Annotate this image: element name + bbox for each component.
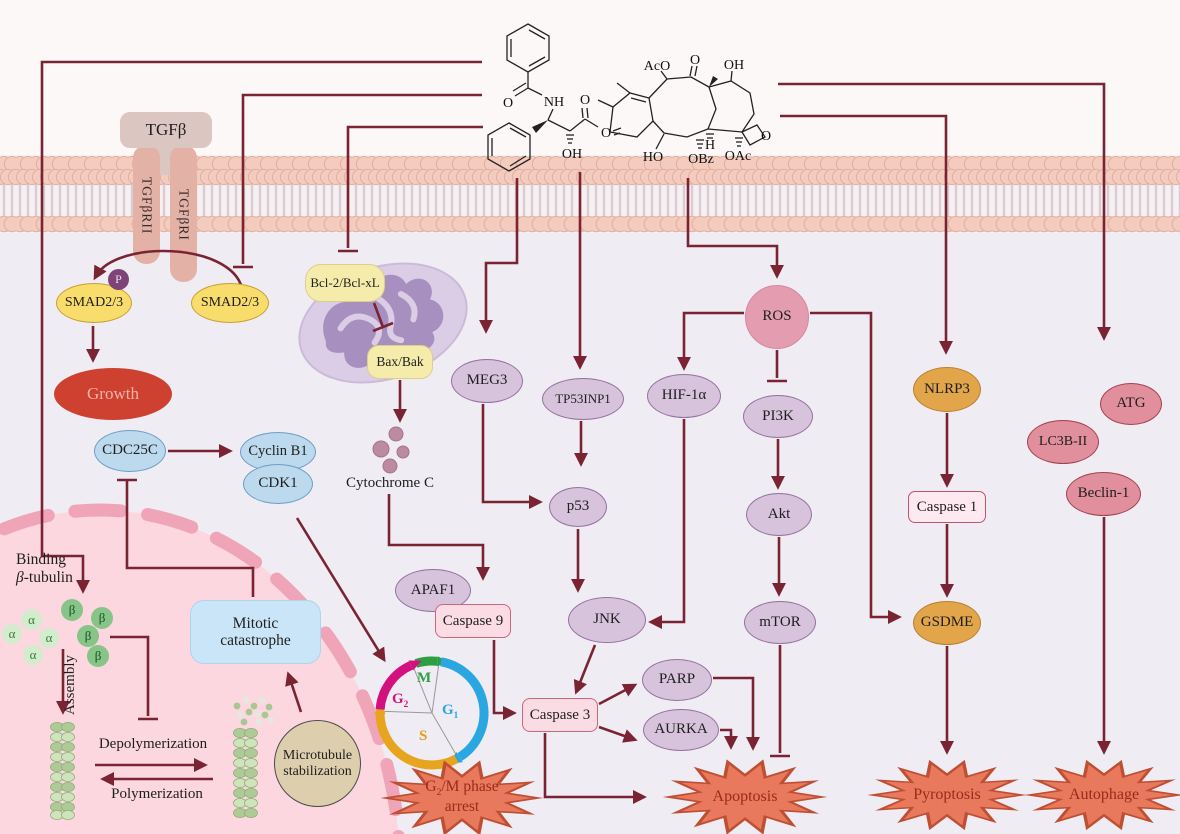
g2m-arrest-starburst: G2/M phase arrest [425,778,499,816]
stab-line1: Microtubule [282,748,353,764]
paclitaxel-structure-icon: AcO O OH O NH O O OH HO OBz OAc H O [487,23,771,172]
chem-label: O [690,53,700,68]
microtubule-left-icon [50,722,75,821]
chem-label: OAc [725,149,751,164]
cycle-phase-g2: G2 [392,691,409,710]
node-nlrp3: NLRP3 [913,367,981,412]
tgfbr2-label: TGFβRII [139,177,155,235]
tgfb-receptor-icon [133,143,197,282]
node-lc3b2: LC3B-II [1027,420,1099,464]
beta-tubulin-subunit: β [61,599,83,621]
polymerization-label: Polymerization [111,786,203,802]
mitotic-line2: catastrophe [220,632,291,649]
autophage-starburst: Autophage [1068,785,1140,803]
node-cdk1: CDK1 [243,464,313,504]
cytochrome-c-dots-icon [372,426,410,474]
chem-label: AcO [644,59,670,74]
chem-label: OBz [688,152,714,167]
beta-tubulin-subunit: β [87,645,109,667]
node-meg3: MEG3 [451,359,523,403]
cytochrome-c-label: Cytochrome C [346,475,434,491]
node-cdc25c: CDC25C [94,430,166,472]
node-caspase1: Caspase 1 [908,491,986,523]
mitotic-catastrophe-box: Mitotic catastrophe [190,600,321,664]
node-hif1a: HIF-1α [647,374,721,418]
node-p53: p53 [549,487,607,527]
chem-label: O [601,126,611,141]
alpha-tubulin-subunit: α [23,645,43,665]
beta-tubulin-subunit: β [91,607,113,629]
chem-label: O [580,93,590,108]
node-bcl2: Bcl-2/Bcl-xL [305,264,385,302]
chem-label: H [705,138,715,153]
cycle-phase-s: S [419,728,428,744]
apoptosis-starburst: Apoptosis [712,787,778,805]
cycle-phase-m: M [417,670,432,686]
node-aurka: AURKA [643,709,719,751]
node-smad23: SMAD2/3 [191,283,269,323]
node-gsdme: GSDME [913,601,981,645]
node-caspase3: Caspase 3 [522,698,598,732]
node-jnk: JNK [568,597,646,643]
chem-label: NH [544,95,564,110]
microtubule-stabilization-circle: Microtubule stabilization [274,720,361,807]
tgfb-ligand: TGFβ [120,112,212,148]
tgfbr1-label: TGFβRI [176,189,192,241]
node-ros: ROS [745,285,809,349]
alpha-tubulin-subunit: α [21,609,42,630]
node-parp: PARP [642,659,712,701]
beta-tubulin-subunit: β [77,625,99,647]
node-cyclin-b1: Cyclin B1 [240,432,316,472]
node-bax-bak: Bax/Bak [367,345,433,379]
node-tp53inp1: TP53INP1 [542,378,624,420]
node-akt: Akt [746,493,812,536]
alpha-tubulin-subunit: α [39,628,59,648]
pyroptosis-starburst: Pyroptosis [913,785,981,803]
cycle-phase-g1: G1 [442,702,459,721]
assembly-label: Assembly [62,655,78,716]
depolymerization-label: Depolymerization [98,736,208,752]
node-atg: ATG [1100,383,1162,425]
node-apaf1: APAF1 [395,569,471,612]
microtubule-right-icon [233,696,275,819]
chem-label: O [761,129,771,144]
node-mtor: mTOR [744,601,816,644]
alpha-tubulin-subunit: α [2,624,22,644]
stab-line2: stabilization [283,763,352,779]
mitotic-line1: Mitotic [232,614,279,632]
chem-label: OH [562,147,582,162]
chem-label: HO [643,150,663,165]
chem-label: OH [724,58,744,73]
node-beclin1: Beclin-1 [1066,472,1141,516]
chem-label: O [503,96,513,111]
node-pi3k: PI3K [743,395,813,438]
node-caspase9: Caspase 9 [435,604,511,638]
signal-edges [40,60,1112,805]
binding-tubulin-label: Binding β-tubulin [16,551,73,586]
phospho-badge: P [108,269,129,290]
node-growth: Growth [54,368,172,420]
